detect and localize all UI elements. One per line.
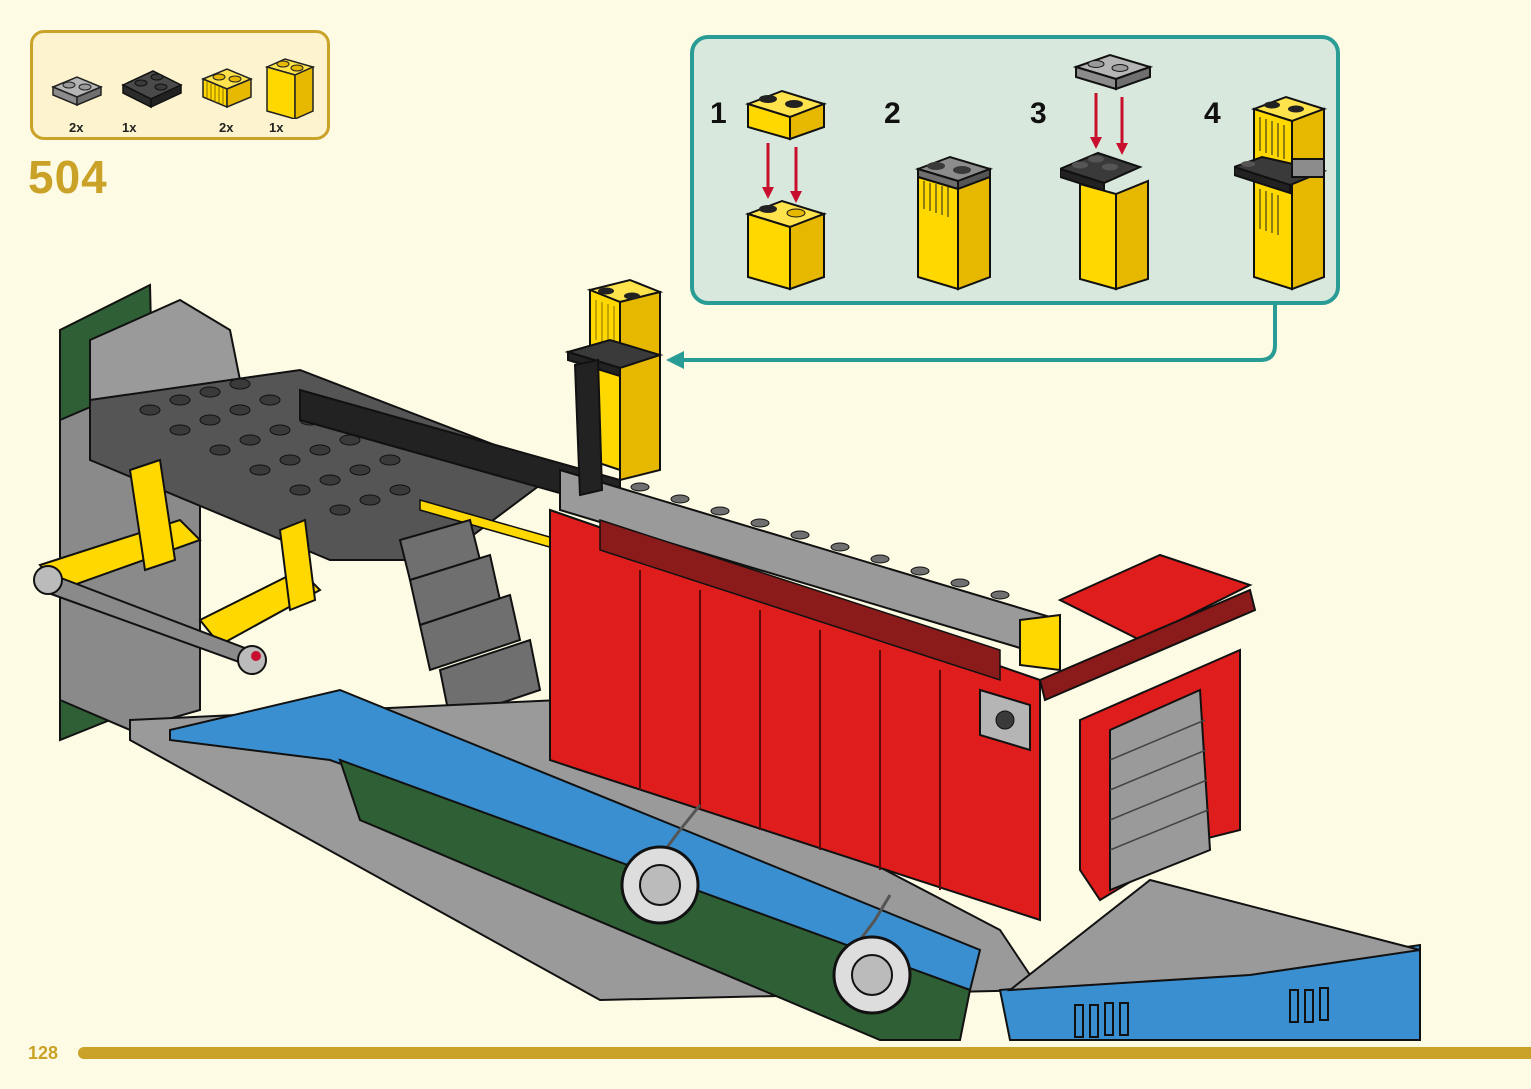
footer-bar [78,1047,1531,1059]
page-number: 128 [28,1043,58,1064]
